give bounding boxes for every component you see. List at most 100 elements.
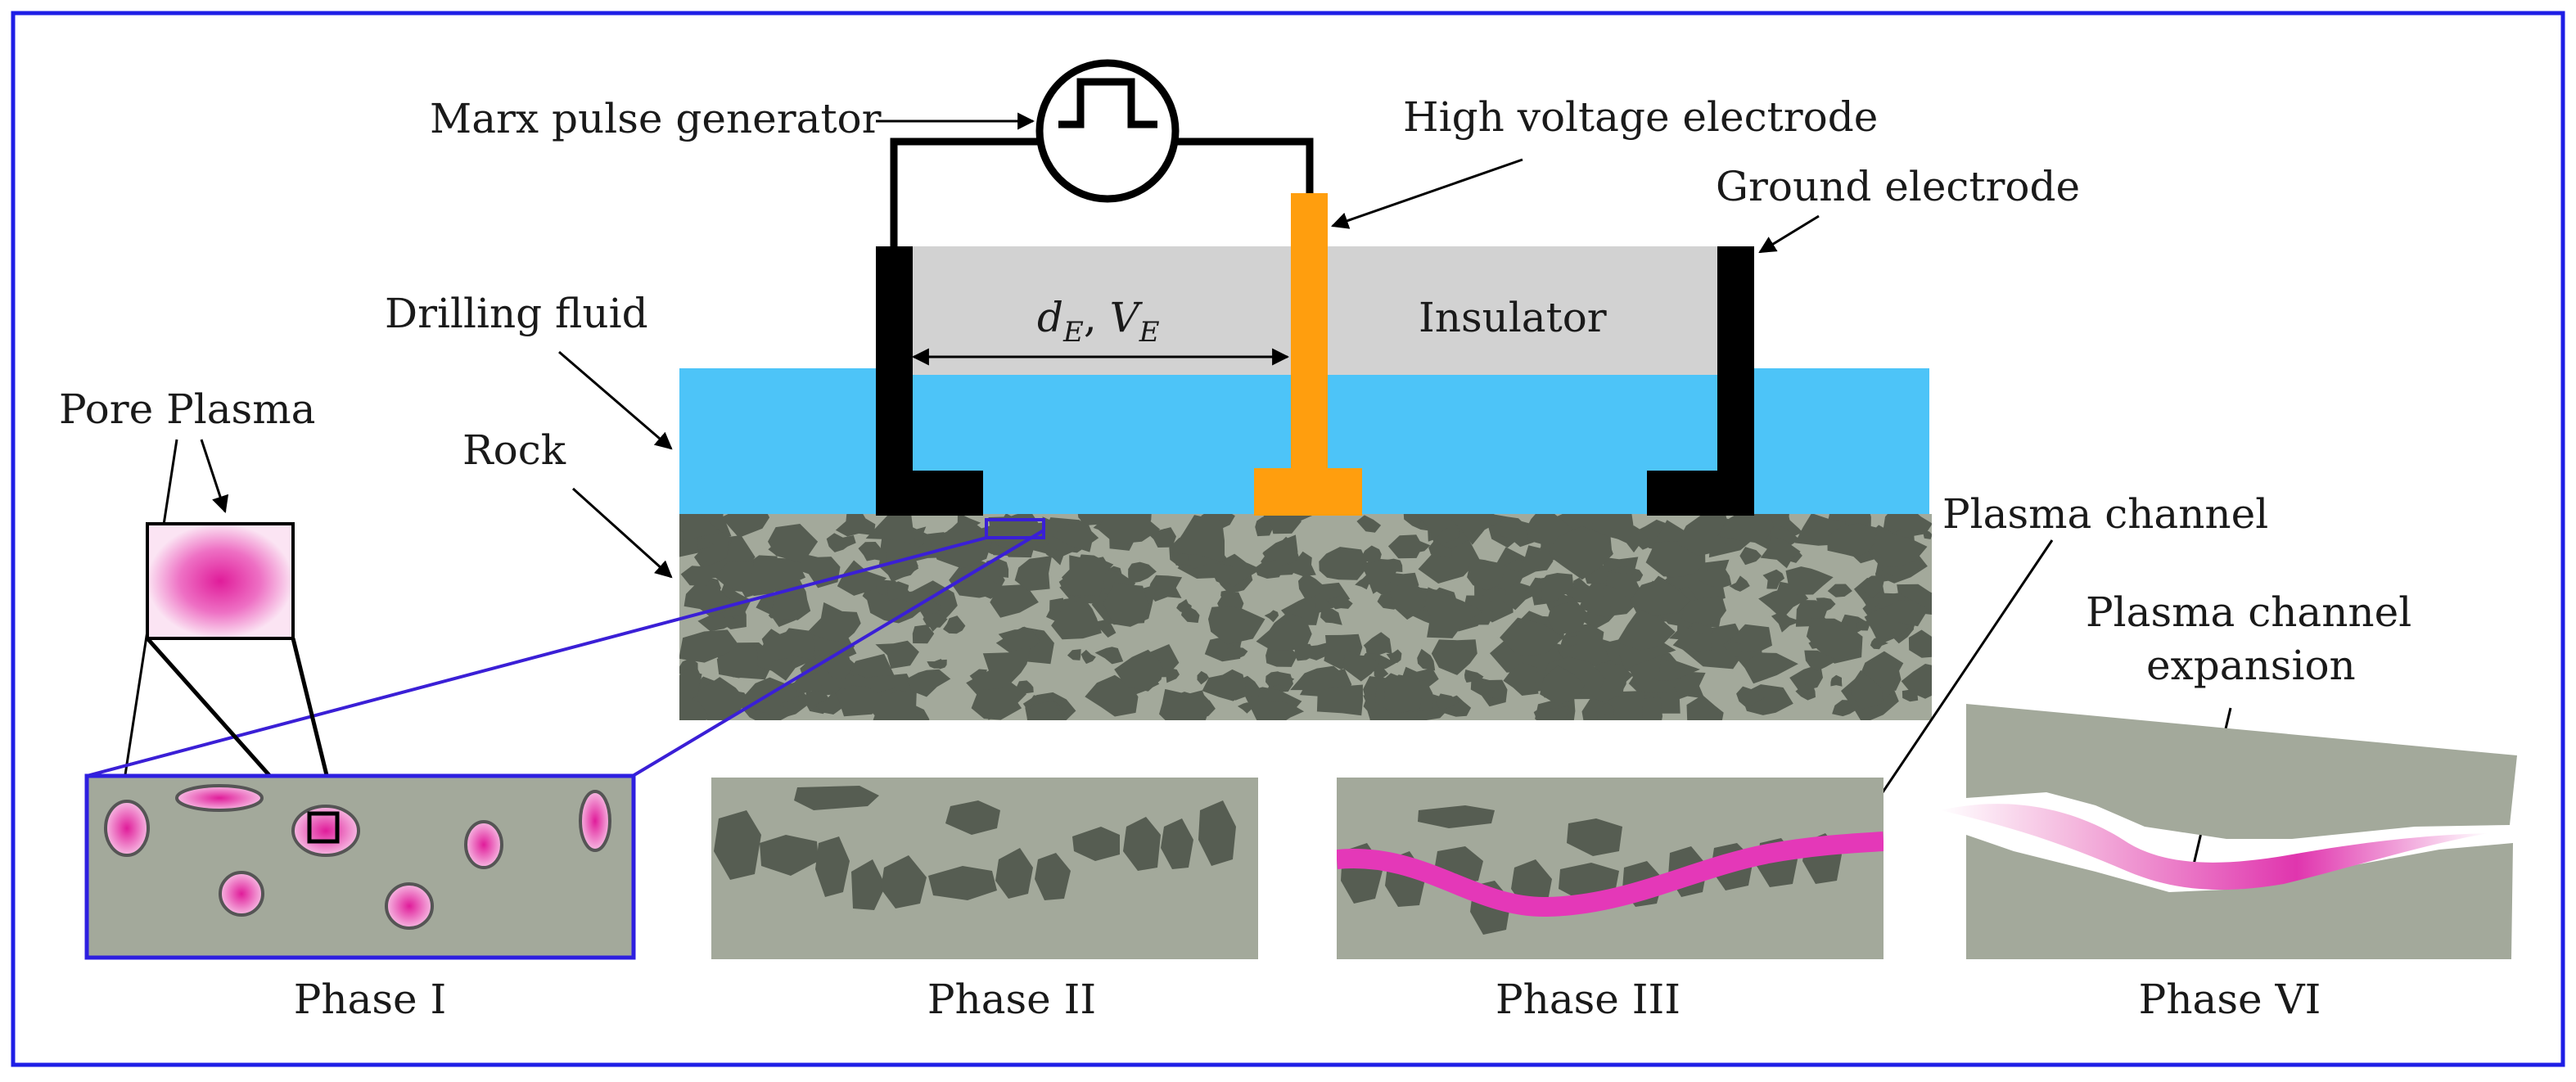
rock-grain (1080, 649, 1096, 665)
rock-grain (1856, 620, 1870, 631)
rock-grain (716, 645, 759, 679)
rock-grain (1827, 523, 1878, 557)
rock-grain (1572, 577, 1587, 591)
rock-grain (1686, 695, 1724, 720)
rock-grain (1562, 644, 1582, 660)
rock-grain (1197, 670, 1209, 685)
rock-grain (1418, 534, 1480, 584)
zoom-source-box (985, 518, 1045, 539)
pore-plasma-arrow-zoom (200, 439, 229, 513)
rock-grain (1488, 688, 1505, 699)
rock-grain (820, 647, 856, 679)
gap-v-symbol: V (1110, 294, 1144, 341)
rock-grain (720, 514, 770, 538)
rock-grain (923, 611, 948, 628)
rock-grain (1256, 612, 1312, 651)
gap-separator: , (1084, 294, 1110, 341)
rock-grain (837, 560, 887, 596)
rock-grain (1387, 534, 1423, 559)
rock-grain (1374, 668, 1389, 679)
rock-grain (1325, 594, 1353, 610)
rock-grain (1181, 603, 1200, 623)
rock-grain (865, 514, 916, 546)
rock-grain (768, 524, 819, 564)
pore-zoom-box (146, 522, 295, 640)
rock-grain (1170, 515, 1225, 563)
plasma-channel-label: Plasma channel (1942, 490, 2268, 538)
rock-grain (1541, 573, 1574, 602)
rock-grain (1361, 558, 1396, 594)
rock-grain (1174, 553, 1191, 566)
rock-grain (1051, 522, 1094, 552)
rock-grain (1789, 664, 1823, 692)
hv-electrode-label: High voltage electrode (1403, 93, 1878, 141)
ground-electrode-right (1647, 246, 1754, 516)
rock-grain (982, 646, 1031, 690)
rock-grain (998, 629, 1041, 660)
rock-grain (1742, 652, 1798, 684)
rock-grain (906, 669, 951, 697)
rock-grain (1863, 597, 1879, 611)
rock-grain (1114, 649, 1164, 692)
rock-grain (1680, 596, 1726, 627)
rock-grain (1265, 671, 1295, 688)
rock-grain (806, 602, 861, 642)
rock-grain (1505, 557, 1523, 573)
rock-grain (943, 615, 966, 634)
rock-grain (835, 514, 876, 537)
rock-grain (1424, 587, 1483, 638)
rock-grain (1208, 606, 1265, 645)
rock-grain (1540, 665, 1585, 706)
rock-grain (1298, 573, 1324, 600)
rock-grain (1320, 608, 1342, 625)
phase-3-panel (1337, 778, 1884, 959)
rock-grain (1795, 683, 1816, 701)
rock-grain (1263, 534, 1298, 569)
rock-grain (1094, 647, 1124, 665)
rock-arrow (571, 487, 673, 579)
rock-grain (1676, 514, 1730, 557)
rock-grain (1270, 514, 1302, 534)
rock-grain (1213, 563, 1233, 585)
gap-d-subscript: E (1062, 316, 1084, 349)
phase-2-label: Phase II (927, 976, 1096, 1023)
rock-grain (1316, 684, 1363, 716)
rock-grain (1699, 561, 1732, 588)
rock-grain (1067, 649, 1081, 660)
rock-grain (1085, 674, 1139, 717)
rock-grain (1026, 701, 1063, 720)
rock-grain (1523, 545, 1554, 572)
phase-1-label: Phase I (294, 976, 447, 1023)
rock-grain (837, 672, 860, 690)
rock-grain (742, 557, 806, 597)
rock-grain (1545, 525, 1613, 580)
rock-grain (1431, 639, 1477, 675)
rock-grain (1830, 674, 1843, 687)
rock-grain (1861, 575, 1886, 597)
rock-grain (1103, 583, 1148, 625)
expansion-label-line2: expansion (2146, 642, 2356, 689)
rock-grain (1603, 584, 1626, 611)
rock-grain (1503, 662, 1539, 696)
rock-grain (1736, 686, 1765, 707)
rock-grain (875, 640, 919, 669)
rock-grain (1264, 610, 1279, 623)
rock-grain (679, 629, 741, 663)
ground-electrode-label: Ground electrode (1716, 163, 2080, 210)
rock-grain (826, 533, 856, 552)
rock-grain (745, 677, 802, 715)
gap-v-subscript: E (1139, 316, 1160, 349)
rock-grain (680, 566, 712, 586)
rock-grain (1852, 669, 1883, 710)
rock-grain (1902, 689, 1919, 702)
rock-layer (679, 514, 1932, 720)
rock-grain (1451, 514, 1503, 545)
plasma-expansion-shape (1940, 804, 2488, 890)
rock-grain (1290, 665, 1350, 695)
rock-grain (679, 669, 702, 703)
rock-grain (912, 624, 935, 644)
rock-grain (980, 579, 1003, 599)
rock-label: Rock (462, 426, 566, 474)
rock-grain (1547, 601, 1589, 635)
